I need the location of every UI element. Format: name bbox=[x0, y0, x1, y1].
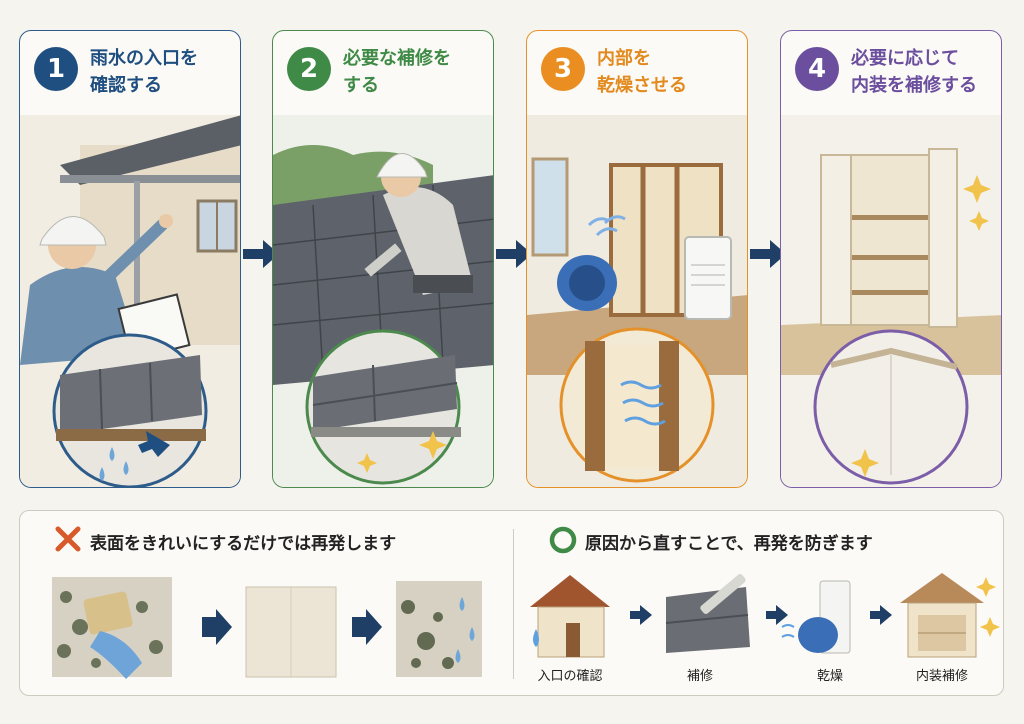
step-number-badge: 4 bbox=[795, 47, 839, 91]
step-header: 2 必要な補修を する bbox=[273, 31, 493, 115]
step-number-badge: 1 bbox=[34, 47, 78, 91]
x-mark-icon bbox=[55, 526, 81, 552]
good-approach-illustration bbox=[530, 573, 1000, 658]
step-card-4: 4 必要に応じて 内装を補修する bbox=[780, 30, 1002, 488]
drying-illustration bbox=[527, 115, 747, 487]
step-header: 3 内部を 乾燥させる bbox=[527, 31, 747, 115]
step-header: 4 必要に応じて 内装を補修する bbox=[781, 31, 1001, 115]
step-title: 雨水の入口を 確認する bbox=[90, 48, 198, 96]
step-title: 内部を 乾燥させる bbox=[597, 48, 687, 96]
arrow-right-icon bbox=[496, 240, 532, 268]
panel-divider bbox=[513, 529, 514, 679]
flow-step-label: 乾燥 bbox=[816, 669, 843, 684]
arrow-right-icon bbox=[243, 240, 279, 268]
step-title: 必要な補修を する bbox=[343, 48, 451, 96]
interior-repair-illustration bbox=[781, 115, 1001, 487]
bad-approach-text: 表面をきれいにするだけでは再発します bbox=[90, 534, 397, 554]
flow-step-label: 補修 bbox=[686, 669, 713, 684]
step-card-3: 3 内部を 乾燥させる bbox=[526, 30, 748, 488]
circle-mark-icon bbox=[549, 526, 577, 554]
step-title: 必要に応じて 内装を補修する bbox=[851, 48, 977, 96]
step-card-2: 2 必要な補修を する bbox=[272, 30, 494, 488]
arrow-right-icon bbox=[750, 240, 786, 268]
bad-approach-illustration bbox=[52, 577, 482, 679]
flow-step-label: 入口の確認 bbox=[537, 669, 603, 684]
step-number-badge: 2 bbox=[287, 47, 331, 91]
step-number-badge: 3 bbox=[541, 47, 585, 91]
flow-step-label: 内装補修 bbox=[915, 669, 968, 684]
inspection-illustration bbox=[20, 115, 240, 487]
good-approach-text: 原因から直すことで、再発を防ぎます bbox=[585, 534, 873, 554]
step-card-1: 1 雨水の入口を 確認する bbox=[19, 30, 241, 488]
step-header: 1 雨水の入口を 確認する bbox=[20, 31, 240, 115]
roof-repair-illustration bbox=[273, 115, 493, 487]
comparison-panel: 表面をきれいにするだけでは再発します 原因から直すことで、再発を防ぎます bbox=[19, 510, 1004, 696]
